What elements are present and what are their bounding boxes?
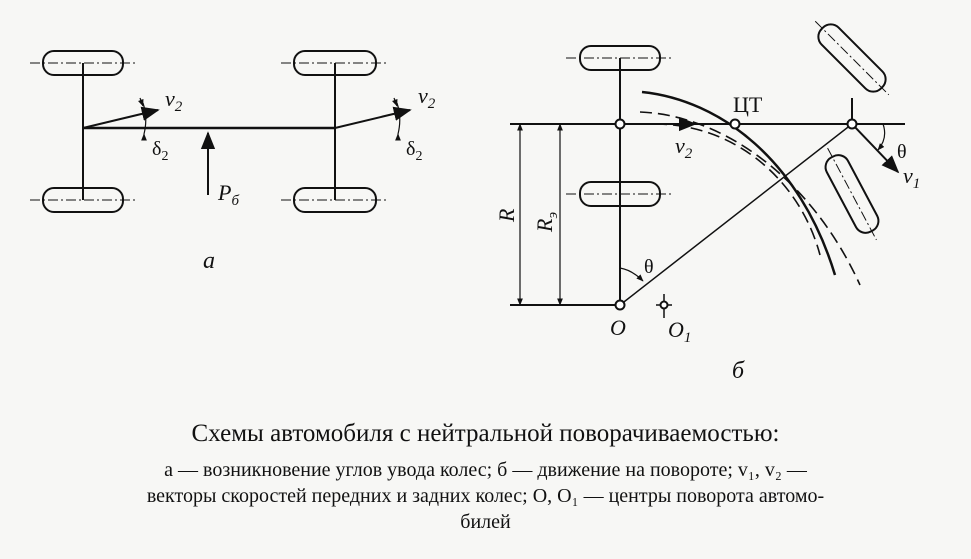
label-theta-front: θ	[897, 141, 907, 163]
label-v2-front: v2	[418, 83, 436, 112]
label-delta-front: δ2	[406, 138, 422, 164]
point-O1	[659, 300, 669, 310]
point-O	[614, 299, 626, 311]
hinge-front	[846, 118, 858, 130]
sublabel-a: а	[203, 248, 215, 274]
label-v2-rear: v2	[165, 86, 183, 115]
figure-caption-body: а — возникновение углов увода колес; б —…	[0, 457, 971, 535]
theta-arc-center	[619, 267, 644, 282]
label-v1-b: v1	[903, 163, 920, 192]
trajectory-dashed-outer	[639, 111, 861, 286]
radius-line	[619, 123, 853, 306]
velocity-arrow-v1	[851, 123, 900, 174]
label-O: O	[610, 315, 626, 340]
label-theta-center: θ	[644, 256, 654, 278]
diagram-b-labels: ЦТ v2 v1 θ θ R Rэ O O1 б	[494, 92, 920, 384]
caption-line-1: а — возникновение углов увода колес; б —…	[164, 459, 807, 481]
trajectory-solid	[641, 90, 837, 276]
velocity-arrow-front	[334, 106, 412, 129]
diagram-a-labels: v2 v2 δ2 δ2 Pб а	[152, 83, 436, 274]
hinge-ct	[729, 118, 741, 130]
label-v2-b: v2	[675, 133, 693, 162]
hinge-rear	[614, 118, 626, 130]
label-R: R	[494, 208, 519, 223]
velocity-arrow-rear	[82, 106, 160, 129]
label-force: Pб	[217, 180, 239, 209]
vehicle-turning-diagram: v2 v2 δ2 δ2 Pб а	[30, 20, 920, 384]
caption-line-3: билей	[460, 511, 511, 533]
label-delta-rear: δ2	[152, 138, 168, 164]
diagram-b	[510, 20, 905, 318]
label-ct: ЦТ	[733, 92, 763, 117]
caption-line-2: векторы скоростей передних и задних коле…	[146, 485, 825, 507]
sublabel-b: б	[732, 358, 745, 384]
slip-angle-arc-front	[396, 102, 401, 135]
diagram-a	[30, 50, 412, 213]
label-O1: O1	[668, 317, 691, 346]
slip-angle-arc-rear	[142, 102, 147, 135]
theta-arc-front	[877, 123, 886, 151]
figure-caption-title: Схемы автомобиля с нейтральной поворачив…	[191, 420, 780, 447]
label-Re: Rэ	[532, 212, 561, 233]
wheel-front-bottom-b	[824, 154, 880, 234]
